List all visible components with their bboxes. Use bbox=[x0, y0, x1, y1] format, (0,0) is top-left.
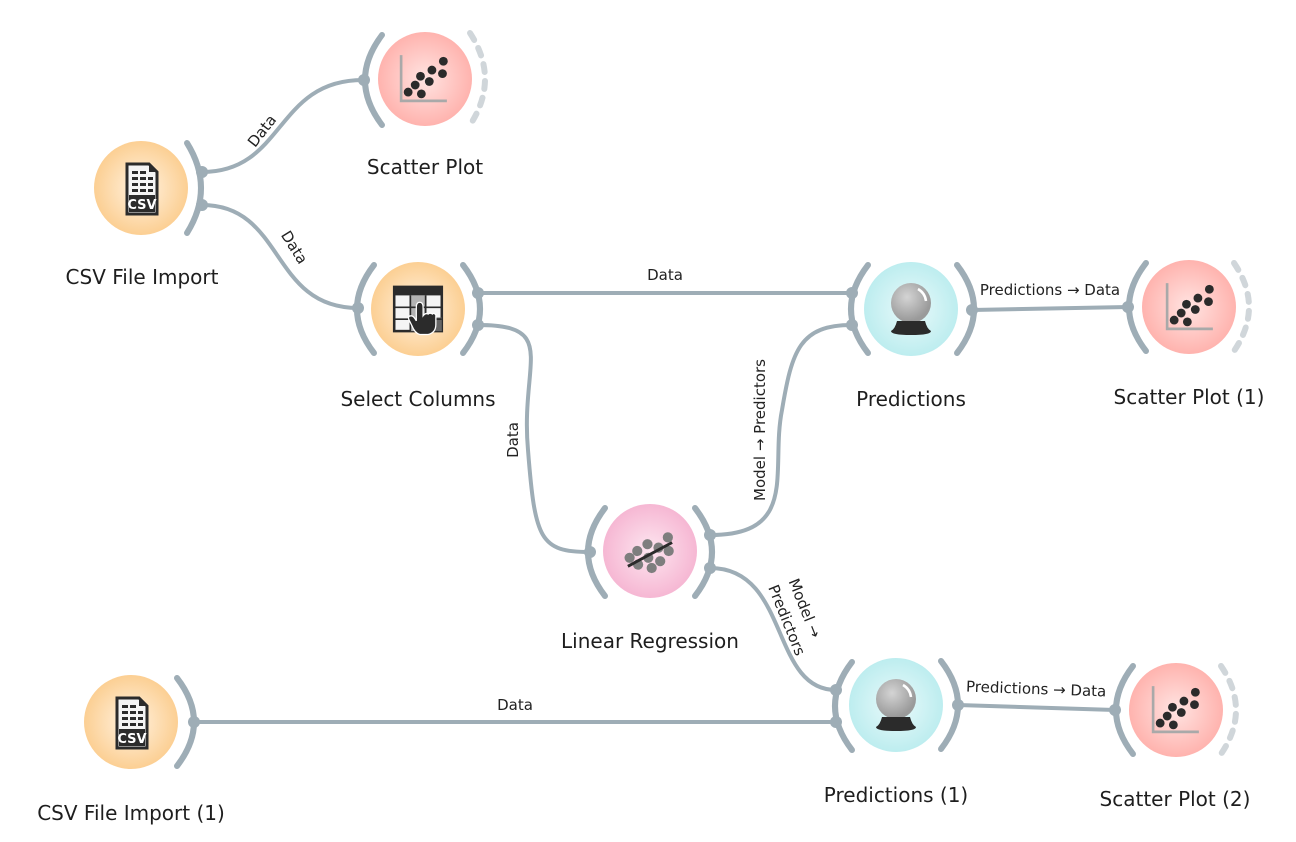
input-channel-dot[interactable] bbox=[584, 546, 596, 558]
output-channel-dot[interactable] bbox=[472, 319, 484, 331]
link-label: Model → Predictors bbox=[751, 359, 769, 501]
link-regression-to-predictions[interactable] bbox=[709, 323, 853, 537]
node-scatter-plot-2[interactable]: Scatter Plot (2) bbox=[1100, 663, 1251, 811]
link-select-to-linear-regression[interactable] bbox=[477, 323, 591, 554]
node-body[interactable] bbox=[378, 32, 472, 126]
link-labels: Data Data Data Data Model → Predictors P… bbox=[244, 111, 1120, 714]
crystal-ball-icon bbox=[889, 281, 933, 337]
output-channel-dot[interactable] bbox=[188, 716, 200, 728]
node-title: CSV File Import bbox=[66, 265, 219, 289]
input-channel-dot[interactable] bbox=[1109, 704, 1121, 716]
node-predictions-1[interactable]: Predictions (1) bbox=[824, 658, 968, 807]
node-csv-file-import-1[interactable]: CSV File Import (1) bbox=[37, 675, 225, 825]
node-title: Predictions bbox=[856, 387, 966, 411]
node-csv-file-import[interactable]: CSV File Import bbox=[66, 140, 219, 289]
input-channel-dot[interactable] bbox=[1122, 301, 1134, 313]
output-channel-dot[interactable] bbox=[196, 166, 208, 178]
select-columns-icon bbox=[392, 285, 444, 336]
input-channel-dot[interactable] bbox=[358, 74, 370, 86]
csv-file-icon bbox=[115, 696, 149, 750]
node-title: Scatter Plot (2) bbox=[1100, 787, 1251, 811]
node-title: Select Columns bbox=[340, 387, 495, 411]
csv-file-icon bbox=[125, 162, 159, 216]
output-anchor[interactable] bbox=[1231, 260, 1252, 354]
crystal-ball-icon bbox=[874, 677, 918, 733]
input-channel-dot[interactable] bbox=[352, 302, 364, 314]
output-channel-dot[interactable] bbox=[966, 304, 978, 316]
node-scatter-plot-1[interactable]: Scatter Plot (1) bbox=[1114, 260, 1265, 409]
node-body[interactable] bbox=[1129, 663, 1223, 757]
link-label: Data bbox=[504, 422, 522, 458]
node-title: Linear Regression bbox=[561, 629, 739, 653]
input-anchor[interactable] bbox=[848, 262, 871, 356]
node-title: CSV File Import (1) bbox=[37, 801, 225, 825]
link-csv-to-select-columns[interactable] bbox=[201, 203, 359, 310]
link-predictions1-to-scatter2[interactable] bbox=[957, 703, 1116, 712]
link-csv-to-scatter[interactable] bbox=[201, 78, 364, 174]
link-predictions-to-scatter1[interactable] bbox=[971, 305, 1129, 312]
output-channel-dot[interactable] bbox=[472, 287, 484, 299]
node-scatter-plot[interactable]: Scatter Plot bbox=[358, 30, 488, 179]
output-anchor[interactable] bbox=[467, 30, 488, 128]
output-anchor[interactable] bbox=[460, 262, 483, 356]
link-regression-to-predictions1[interactable] bbox=[709, 566, 837, 692]
input-channel-dot[interactable] bbox=[830, 716, 842, 728]
output-anchor[interactable] bbox=[692, 505, 715, 599]
output-channel-dot[interactable] bbox=[196, 199, 208, 211]
link-label: Predictions → Data bbox=[980, 281, 1120, 299]
output-channel-dot[interactable] bbox=[704, 529, 716, 541]
input-channel-dot[interactable] bbox=[830, 684, 842, 696]
link-label: Data bbox=[497, 696, 533, 714]
input-channel-dot[interactable] bbox=[846, 319, 858, 331]
node-title: Scatter Plot (1) bbox=[1114, 385, 1265, 409]
node-select-columns[interactable]: Select Columns bbox=[340, 262, 496, 411]
node-predictions[interactable]: Predictions bbox=[846, 262, 978, 411]
node-body[interactable] bbox=[603, 504, 697, 598]
node-title: Predictions (1) bbox=[824, 783, 968, 807]
output-channel-dot[interactable] bbox=[704, 562, 716, 574]
input-anchor[interactable] bbox=[832, 659, 855, 753]
output-anchor[interactable] bbox=[1218, 663, 1239, 757]
input-channel-dot[interactable] bbox=[846, 287, 858, 299]
node-linear-regression[interactable]: Linear Regression bbox=[561, 504, 739, 653]
links-layer bbox=[194, 78, 1129, 724]
output-anchor[interactable] bbox=[184, 140, 204, 236]
node-title: Scatter Plot bbox=[367, 155, 483, 179]
link-label: Data bbox=[647, 266, 683, 284]
output-channel-dot[interactable] bbox=[952, 699, 964, 711]
link-label: Predictions → Data bbox=[966, 678, 1107, 701]
